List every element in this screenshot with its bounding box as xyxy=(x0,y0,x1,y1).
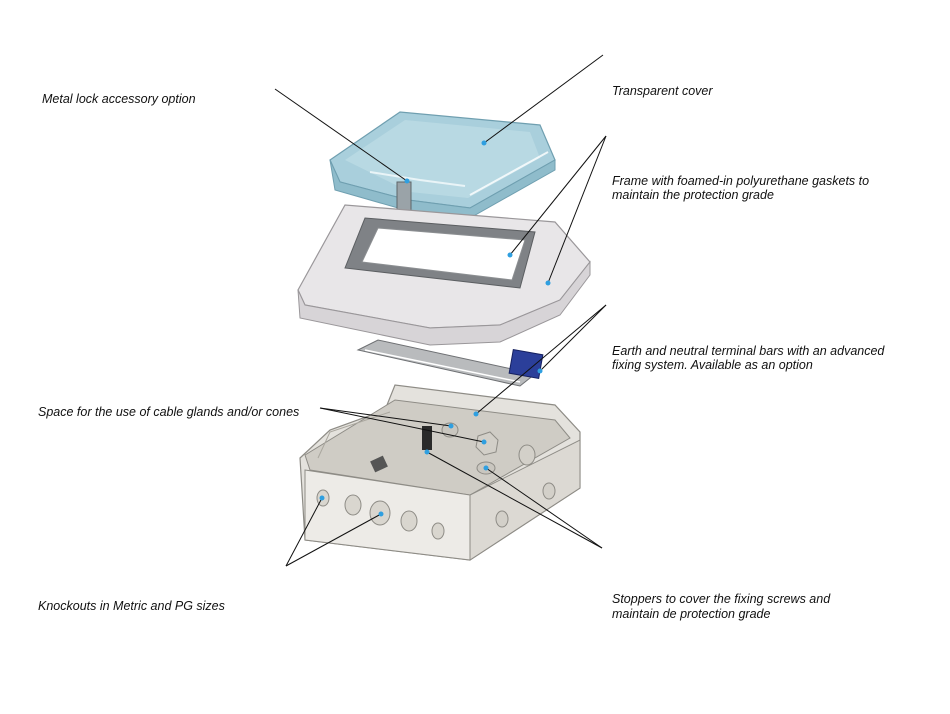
label-transparent-cover: Transparent cover xyxy=(612,84,713,98)
label-knockouts: Knockouts in Metric and PG sizes xyxy=(38,599,225,613)
label-terminal-line1: Earth and neutral terminal bars with an … xyxy=(612,344,885,358)
transparent-cover xyxy=(329,111,556,219)
base-box xyxy=(299,384,581,561)
callout-lines xyxy=(274,54,607,567)
label-metal-lock: Metal lock accessory option xyxy=(42,92,196,106)
frame xyxy=(297,204,591,346)
label-terminal-line2: fixing system. Available as an option xyxy=(612,358,813,372)
blue-terminal-bar xyxy=(508,348,544,380)
label-stoppers-line2: maintain de protection grade xyxy=(612,607,771,621)
label-frame-line1: Frame with foamed-in polyurethane gasket… xyxy=(612,174,870,188)
label-cable-glands: Space for the use of cable glands and/or… xyxy=(38,405,300,419)
callout-dots xyxy=(319,140,551,517)
din-rail xyxy=(356,339,537,387)
label-stoppers-line1: Stoppers to cover the fixing screws and xyxy=(612,592,831,606)
label-frame-line2: maintain the protection grade xyxy=(612,188,774,202)
